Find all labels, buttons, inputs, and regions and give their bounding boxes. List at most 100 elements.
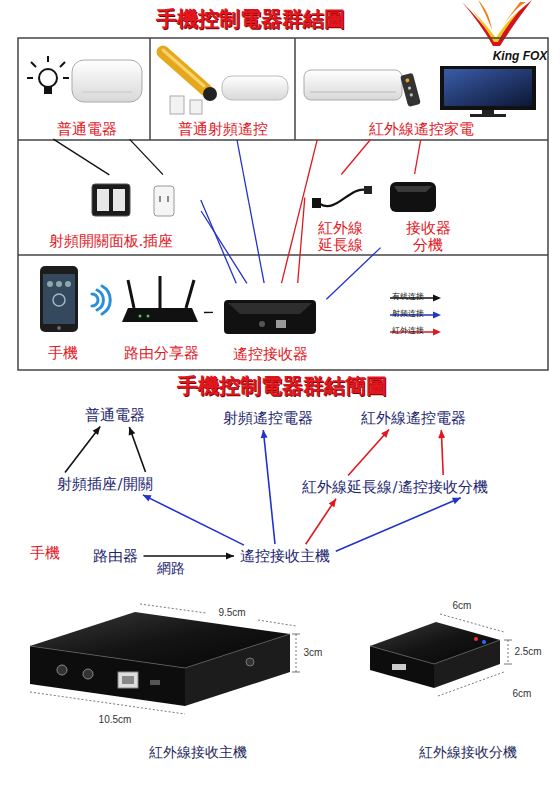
receiver-icon xyxy=(224,300,316,334)
ir-extension-cable xyxy=(312,186,372,208)
connector-line xyxy=(336,498,461,551)
connector xyxy=(53,139,109,175)
connector-line xyxy=(143,495,244,545)
product-caption: 紅外線接收主機 xyxy=(149,744,247,761)
dimension: 6cm xyxy=(453,600,472,612)
connector-line xyxy=(53,139,109,175)
device-cell: 普通電器 xyxy=(28,44,146,138)
router-icon xyxy=(122,276,198,322)
product-caption-holder: 紅外線接收分機 xyxy=(419,744,517,761)
connector-line xyxy=(144,555,235,557)
connector xyxy=(306,499,336,545)
text-node: 紅外線延長線/遙控接收分機 xyxy=(298,477,491,497)
arrowhead xyxy=(93,427,101,435)
connector-line xyxy=(201,211,247,283)
dimension-lines xyxy=(30,604,300,714)
node-label: 接收器 分機 xyxy=(403,220,453,255)
diagram-title: 手機控制電器群結圖 xyxy=(156,6,345,31)
connector-line xyxy=(201,200,236,283)
connector-line xyxy=(65,427,100,473)
wifi-symbol xyxy=(92,286,110,314)
text-node: 遙控接收主機 xyxy=(236,546,334,566)
node-label: 手機 xyxy=(30,544,60,562)
node-label: 遙控接收主機 xyxy=(240,547,330,565)
node-label: 射頻開關面板.插座 xyxy=(49,232,174,250)
product-caption-holder: 紅外線接收主機 xyxy=(149,744,247,761)
connector xyxy=(144,553,235,560)
connector xyxy=(438,430,445,475)
legend-item: 有线连接 xyxy=(392,284,424,303)
rf-motor xyxy=(163,50,288,114)
section-heading: 手機控制電器群結簡圖 xyxy=(177,373,387,398)
dimension-holder: 2.5cm xyxy=(514,646,541,658)
connector-line xyxy=(130,139,163,174)
device-cell: 接收器 分機 xyxy=(382,176,474,254)
bulb-icon xyxy=(27,56,69,94)
dimension-holder: 6cm xyxy=(453,600,472,612)
connector xyxy=(282,140,318,283)
connector-line xyxy=(348,430,389,476)
connector-line xyxy=(237,140,264,283)
dimension: 10.5cm xyxy=(99,714,132,726)
device-cell: 紅外線 延長線 xyxy=(305,176,375,254)
node-label: 紅外線遙控電器 xyxy=(361,409,466,427)
text-node: 手機 xyxy=(26,543,64,563)
rf-switch-panel xyxy=(92,184,130,216)
text-node: 路由器 xyxy=(89,546,142,566)
node-label: 紅外線 延長線 xyxy=(315,220,365,255)
legend-text: 有线连接 xyxy=(392,292,424,301)
edge-label-holder: 網路 xyxy=(155,560,187,577)
dimension-holder: 6cm xyxy=(513,688,532,700)
arrowhead xyxy=(226,553,234,560)
arrowhead xyxy=(452,498,461,504)
arrowhead xyxy=(143,495,152,502)
text-node: 射頻插座/開關 xyxy=(53,474,156,494)
legend-item: 射频连接 xyxy=(392,301,424,320)
connector xyxy=(201,211,247,283)
dimension: 6cm xyxy=(513,688,532,700)
device-cell: 路由分享器 xyxy=(120,272,202,362)
device-cell: 手機 xyxy=(30,262,95,362)
connector xyxy=(341,140,370,175)
dimension-holder: 9.5cm xyxy=(218,607,245,619)
connector-line xyxy=(282,140,318,283)
node-label: 射頻遙控電器 xyxy=(223,409,313,427)
node-label: 紅外線遙控家電 xyxy=(369,120,474,138)
node-label: 普通射頻遙控 xyxy=(178,120,268,138)
connector xyxy=(415,140,421,174)
connector xyxy=(130,139,163,174)
device-cell: 遙控接收器 xyxy=(215,285,325,363)
diagram-title-holder: 手機控制電器群結圖 xyxy=(156,6,345,31)
arrowhead xyxy=(381,429,389,437)
connector xyxy=(348,429,389,475)
device-cell: 射頻開關面板.插座 xyxy=(22,176,200,250)
connector xyxy=(298,198,305,284)
sub-receiver-icon xyxy=(390,182,436,212)
connector xyxy=(326,248,380,300)
dimension: 2.5cm xyxy=(514,646,541,658)
node-label: 手機 xyxy=(48,344,78,362)
text-node: 普通電器 xyxy=(81,405,149,425)
connector xyxy=(201,200,236,283)
dimension: 9.5cm xyxy=(218,607,245,619)
connector-line xyxy=(341,140,370,175)
connector xyxy=(143,495,244,545)
arrowhead xyxy=(129,427,136,436)
connector-line xyxy=(204,312,213,314)
water-heater xyxy=(72,60,142,102)
legend-text: 紅外连接 xyxy=(392,326,424,335)
dimension-holder: 3cm xyxy=(304,647,323,659)
node-label: 路由器 xyxy=(93,547,138,565)
connector-line xyxy=(326,248,380,300)
connector xyxy=(65,427,100,473)
connector xyxy=(204,312,213,313)
rf-socket xyxy=(154,186,174,216)
arrowhead xyxy=(261,430,268,438)
node-label: 普通電器 xyxy=(85,406,145,424)
product-caption: 紅外線接收分機 xyxy=(419,744,517,761)
phone-icon xyxy=(40,266,78,332)
arrowhead xyxy=(329,499,336,508)
main-unit-photo xyxy=(30,612,290,706)
node-label: 路由分享器 xyxy=(124,344,199,362)
